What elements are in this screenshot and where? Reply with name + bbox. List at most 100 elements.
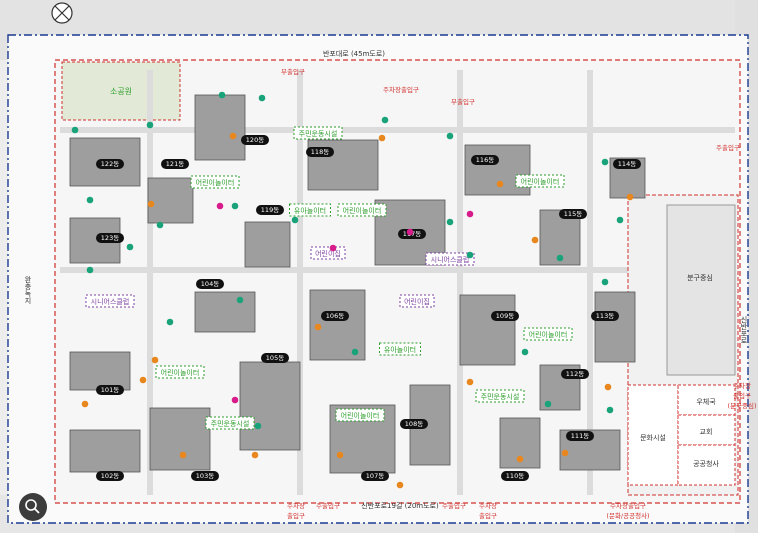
- building-label: 104동: [201, 280, 219, 288]
- site-marker-dot: [381, 116, 389, 124]
- svg-text:주민운동시설: 주민운동시설: [211, 419, 250, 428]
- church-label: 교회: [700, 428, 713, 436]
- svg-text:어린이집: 어린이집: [404, 297, 430, 306]
- building-114동: 114동: [609, 157, 646, 199]
- svg-text:어린이집: 어린이집: [315, 249, 341, 258]
- parking-entrance-south-1a: 주차장: [287, 501, 305, 510]
- parking-entrance-south-2a: 주차장: [479, 501, 497, 510]
- building-115동: 115동: [539, 209, 587, 266]
- park-area: [61, 61, 181, 121]
- building-119동: 119동: [244, 205, 291, 268]
- site-marker-dot: [216, 202, 224, 210]
- site-marker-dot: [291, 216, 299, 224]
- site-marker-dot: [604, 383, 612, 391]
- vehicle-entrance-east: 주출입구: [716, 143, 740, 152]
- building-label: 114동: [618, 160, 636, 168]
- site-marker-dot: [71, 126, 79, 134]
- site-marker-dot: [251, 451, 259, 459]
- building-label: 107동: [366, 472, 384, 480]
- building-label: 116동: [476, 156, 494, 164]
- parking-entrance-east-3: (분구중심): [728, 401, 757, 410]
- parking-entrance-east-1: 주차장: [733, 381, 751, 390]
- facility-childcare: 어린이놀이터: [523, 327, 573, 341]
- site-marker-dot: [236, 296, 244, 304]
- site-marker-dot: [531, 236, 539, 244]
- facility-childcare: 어린이놀이터: [337, 203, 387, 217]
- site-marker-dot: [86, 266, 94, 274]
- building-116동: 116동: [464, 144, 531, 196]
- site-marker-dot: [561, 449, 569, 457]
- site-marker-dot: [466, 251, 474, 259]
- site-marker-dot: [446, 218, 454, 226]
- building-101동: 101동: [69, 351, 131, 395]
- building-118동: 118동: [306, 139, 379, 191]
- site-marker-dot: [351, 348, 359, 356]
- park-label: 소공원: [110, 87, 132, 96]
- facility-daycare: 어린이집: [399, 294, 435, 308]
- building-label: 101동: [101, 386, 119, 394]
- svg-text:어린이놀이터: 어린이놀이터: [521, 177, 560, 186]
- site-marker-dot: [329, 244, 337, 252]
- building-109동: 109동: [459, 294, 519, 366]
- site-marker-dot: [396, 481, 404, 489]
- building-label: 112동: [566, 370, 584, 378]
- site-marker-dot: [258, 94, 266, 102]
- svg-text:어린이놀이터: 어린이놀이터: [343, 206, 382, 215]
- svg-text:어린이놀이터: 어린이놀이터: [161, 368, 200, 377]
- building-label: 108동: [405, 420, 423, 428]
- district-center-label: 분구중심: [687, 273, 713, 282]
- facility-childcare: 어린이놀이터: [155, 365, 205, 379]
- svg-text:유아놀이터: 유아놀이터: [384, 345, 416, 354]
- building-label: 115동: [564, 210, 582, 218]
- vehicle-entrance-south-2: 주출입구: [442, 501, 466, 510]
- facility-senior: 시니어스클럽: [85, 294, 135, 308]
- building-label: 109동: [496, 312, 514, 320]
- building-122동: 122동: [69, 137, 141, 187]
- north-arrow-icon: [51, 2, 73, 24]
- svg-text:시니어스클럽: 시니어스클럽: [91, 297, 130, 306]
- parking-entrance-south-1b: 출입구: [287, 511, 305, 520]
- site-marker-dot: [616, 216, 624, 224]
- site-marker-dot: [229, 132, 237, 140]
- site-marker-dot: [139, 376, 147, 384]
- site-marker-dot: [626, 193, 634, 201]
- svg-text:시니어스클럽: 시니어스클럽: [431, 255, 470, 264]
- site-marker-dot: [601, 278, 609, 286]
- site-marker-dot: [606, 406, 614, 414]
- facility-community: 주민운동시설: [475, 389, 525, 403]
- site-marker-dot: [466, 210, 474, 218]
- site-marker-dot: [147, 200, 155, 208]
- post-office-label: 우체국: [696, 398, 716, 406]
- facility-childcare: 어린이놀이터: [190, 175, 240, 189]
- building-label: 102동: [101, 472, 119, 480]
- site-marker-dot: [166, 318, 174, 326]
- site-marker-dot: [151, 356, 159, 364]
- facility-preschool: 유아놀이터: [379, 342, 421, 356]
- south-road-label: 신반포로19길 (20m도로): [361, 501, 439, 510]
- public-office-label: 공공청사: [693, 459, 719, 468]
- building-121동: 121동: [147, 159, 194, 224]
- site-marker-dot: [81, 400, 89, 408]
- parking-entrance-south-3b: (문화/공공청사): [606, 511, 649, 520]
- building-108동: 108동: [400, 384, 451, 466]
- site-marker-dot: [336, 451, 344, 459]
- building-111동: 111동: [559, 429, 621, 471]
- building-label: 121동: [166, 160, 184, 168]
- building-104동: 104동: [194, 279, 256, 333]
- culture-label: 문화시설: [640, 434, 666, 442]
- building-113동: 113동: [591, 291, 636, 363]
- zoom-lens-button[interactable]: [19, 493, 47, 521]
- facility-preschool: 유아놀이터: [289, 203, 331, 217]
- secondary-entrance-north-1: 부출입구: [281, 67, 305, 76]
- site-marker-dot: [231, 202, 239, 210]
- site-marker-dot: [521, 348, 529, 356]
- west-buffer-label: 완충녹지: [24, 276, 32, 305]
- site-marker-dot: [516, 455, 524, 463]
- building-label: 110동: [506, 472, 524, 480]
- north-road-label: 반포대로 (45m도로): [323, 49, 385, 58]
- facility-childcare: 어린이놀이터: [335, 408, 385, 422]
- building-label: 111동: [571, 432, 589, 440]
- building-123동: 123동: [69, 217, 124, 264]
- site-marker-dot: [179, 451, 187, 459]
